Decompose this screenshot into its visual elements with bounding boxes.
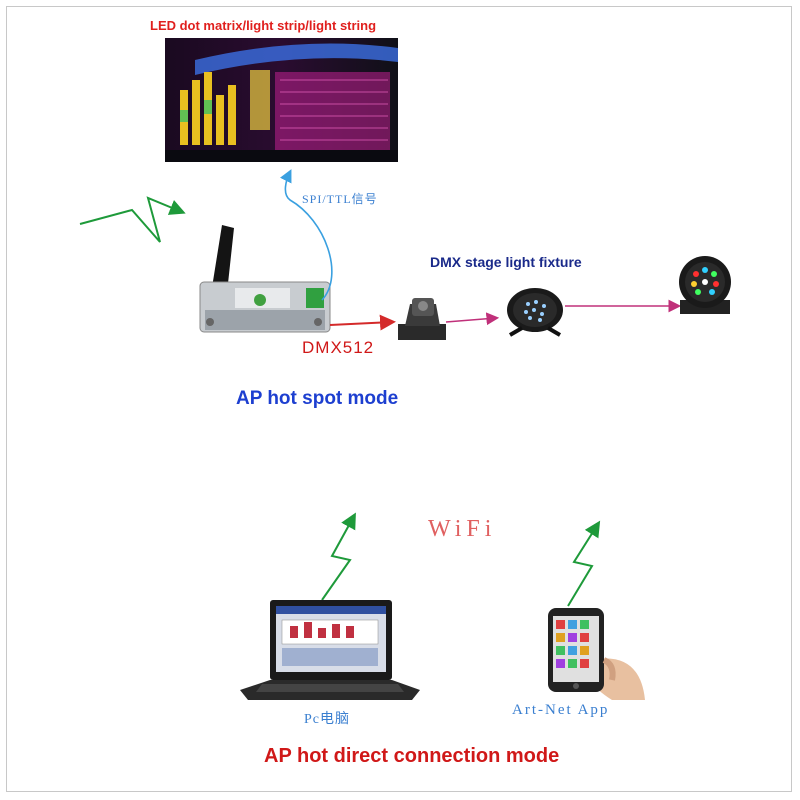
moving-head-light-image (398, 298, 446, 340)
laptop-image (240, 600, 420, 700)
ap-hot-spot-mode-title: AP hot spot mode (236, 388, 399, 409)
wireless-signal-arrow-phone (567, 520, 601, 607)
led-matrix-label: LED dot matrix/light strip/light string (150, 18, 377, 33)
wireless-signal-arrow-pc (321, 512, 356, 601)
fixture-link-arrow-1 (445, 312, 500, 326)
ap-direct-connection-mode-title: AP hot direct connection mode (264, 745, 560, 767)
pc-label: Pc电脑 (304, 712, 350, 727)
dmx-fixture-label: DMX stage light fixture (430, 254, 582, 270)
spi-signal-line (279, 169, 333, 301)
wireless-signal-arrow-top (79, 196, 186, 243)
led-matrix-image (165, 38, 398, 162)
wifi-label: WiFi (428, 516, 497, 542)
spi-signal-label: SPI/TTL信号 (302, 192, 378, 206)
art-net-app-label: Art-Net App (512, 702, 610, 718)
dmx-controller-image (199, 225, 331, 333)
dmx512-label: DMX512 (302, 338, 375, 357)
par-light-image (507, 288, 563, 337)
wash-light-image (679, 256, 731, 314)
diagram-frame (6, 6, 792, 792)
dmx512-arrow (329, 314, 396, 331)
smartphone-image (548, 608, 645, 700)
